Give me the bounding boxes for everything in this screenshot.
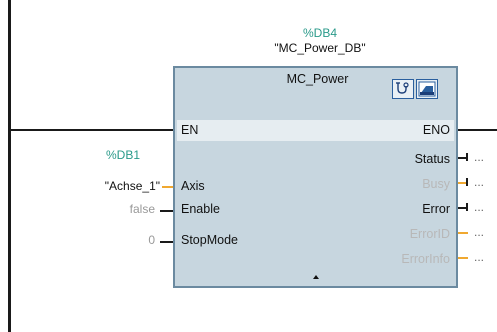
pin-status[interactable]: Status [414,152,450,166]
pin-stopmode[interactable]: StopMode [181,233,238,247]
block-type-title: MC_Power [286,72,349,86]
pin-busy[interactable]: Busy [422,177,450,191]
mc-power-block[interactable]: MC_Power EN Axis Enable StopMode ENO Sta… [173,66,458,288]
pin-errorid[interactable]: ErrorID [409,227,450,241]
axis-param-name[interactable]: "Achse_1" [104,179,160,193]
busy-tee [466,178,468,186]
pin-enable[interactable]: Enable [181,202,220,216]
error-tee [466,203,468,211]
error-placeholder[interactable]: ... [474,200,485,214]
instance-db-name[interactable]: "MC_Power_DB" [274,41,366,55]
pin-errorinfo[interactable]: ErrorInfo [401,252,450,266]
busy-stub [458,182,468,184]
status-placeholder[interactable]: ... [474,150,485,164]
pin-en[interactable]: EN [181,123,199,137]
stethoscope-icon[interactable] [392,79,414,99]
status-stub [458,157,468,159]
en-row [177,120,454,141]
enable-param-value[interactable]: false [129,202,155,216]
pin-eno[interactable]: ENO [422,123,450,137]
errorid-stub [458,232,468,234]
axis-param-address: %DB1 [105,148,140,162]
power-rail [8,0,11,332]
enable-stub [160,210,173,212]
errorid-placeholder[interactable]: ... [474,225,485,239]
errorinfo-stub [458,257,468,259]
eno-wire [458,129,497,131]
axis-commissioning-icon[interactable] [416,79,438,99]
en-wire [11,129,173,131]
instance-db-address: %DB4 [302,26,337,40]
stopmode-param-value[interactable]: 0 [148,233,155,247]
stopmode-stub [160,241,173,243]
pin-axis[interactable]: Axis [181,179,205,193]
axis-stub [162,186,173,188]
busy-placeholder[interactable]: ... [474,175,485,189]
pin-error[interactable]: Error [422,202,450,216]
collapse-arrow-icon[interactable] [313,275,319,279]
error-stub [458,207,468,209]
errorinfo-placeholder[interactable]: ... [474,250,485,264]
status-tee [466,153,468,161]
